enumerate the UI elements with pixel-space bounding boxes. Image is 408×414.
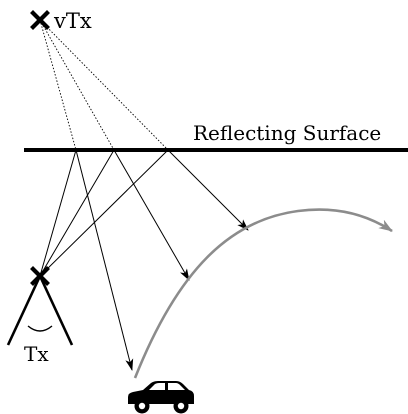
reflected-ray-2 (113, 149, 190, 281)
incident-rays (39, 149, 169, 277)
car-icon (128, 381, 194, 414)
virtual-path-1 (39, 19, 77, 151)
incident-ray-2 (39, 149, 115, 277)
virtual-paths (39, 19, 169, 151)
virtual-path-2 (39, 19, 115, 151)
vtx-label: vTx (53, 9, 92, 33)
cross-icon (30, 266, 50, 286)
reflected-ray-3 (167, 149, 249, 231)
reflected-rays (75, 149, 249, 371)
tx-antenna (6, 275, 74, 346)
beamwidth-arc (27, 325, 53, 332)
surface-label: Reflecting Surface (193, 121, 381, 145)
antenna-leg-right (38, 275, 74, 346)
reflected-ray-1 (75, 149, 134, 371)
tx-label: Tx (24, 342, 49, 366)
incident-ray-1 (39, 149, 77, 277)
cross-icon (30, 10, 50, 30)
receiver-trajectory (133, 208, 393, 379)
antenna-leg-left (6, 275, 42, 346)
incident-ray-3 (39, 149, 169, 277)
virtual-path-3 (39, 19, 169, 151)
